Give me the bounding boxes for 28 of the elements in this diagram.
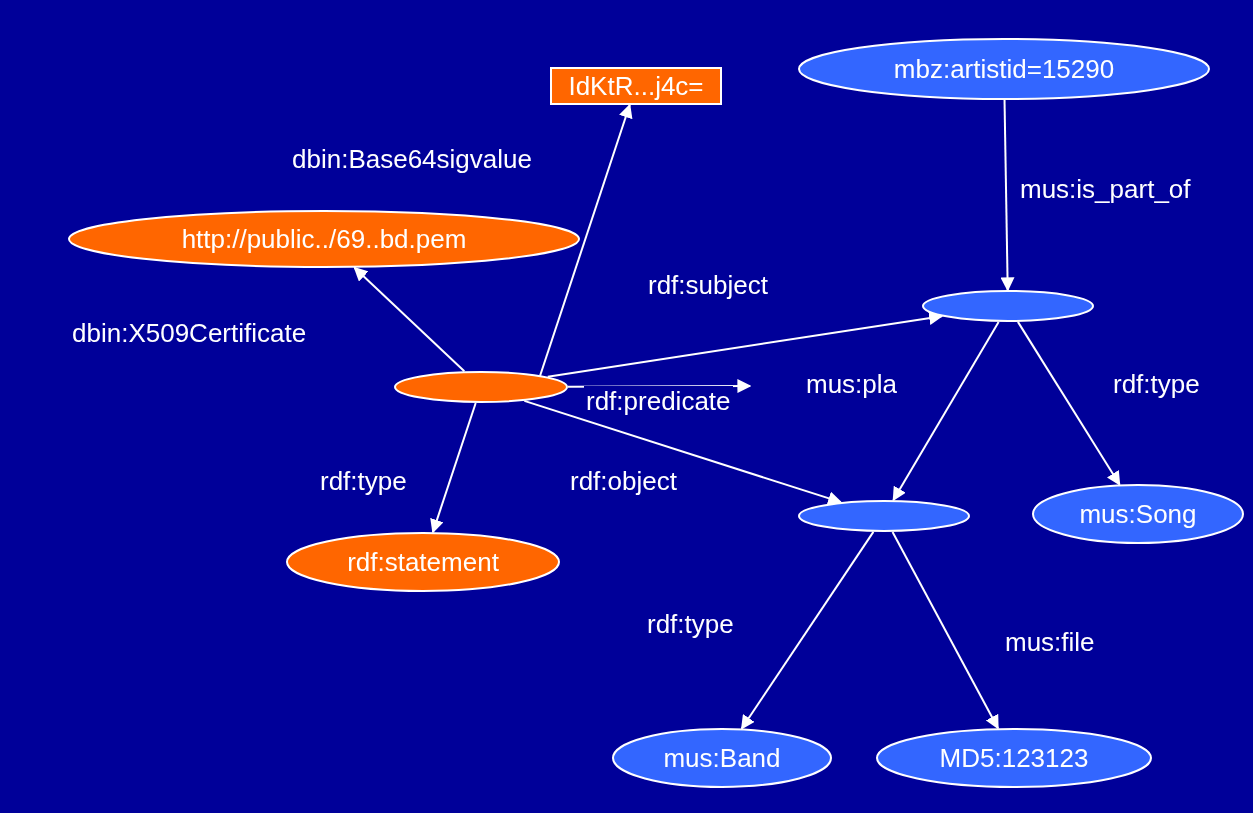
ellipse-node: [394, 371, 568, 403]
node-label: mus:Band: [663, 742, 781, 774]
node-label: rdf:statement: [347, 546, 499, 578]
arrow: [1000, 99, 1015, 292]
node-label: MD5:123123: [939, 742, 1089, 774]
arrow: [1016, 320, 1121, 486]
arrow: [353, 266, 466, 373]
node-label: mus:Song: [1079, 498, 1197, 530]
edge-label: rdf:predicate: [584, 386, 733, 417]
node-label: mbz:artistid=15290: [893, 53, 1115, 85]
ellipse-node: [1032, 484, 1244, 544]
arrow: [539, 103, 633, 377]
arrow: [523, 399, 843, 505]
ellipse-node: [876, 728, 1152, 788]
arrow: [430, 401, 477, 534]
arrow: [546, 311, 944, 378]
arrow: [740, 530, 875, 730]
ellipse-node: [68, 210, 580, 268]
ellipse-node: [922, 290, 1094, 322]
ellipse-node: [612, 728, 832, 788]
ellipse-node: [798, 500, 970, 532]
ellipse-node: [798, 38, 1210, 100]
rect-node: [550, 67, 722, 105]
ellipse-node: [286, 532, 560, 592]
node-label: IdKtR...j4c=: [568, 70, 704, 102]
arrow: [891, 530, 999, 730]
node-label: http://public../69..bd.pem: [181, 223, 467, 255]
arrow: [892, 320, 1000, 502]
